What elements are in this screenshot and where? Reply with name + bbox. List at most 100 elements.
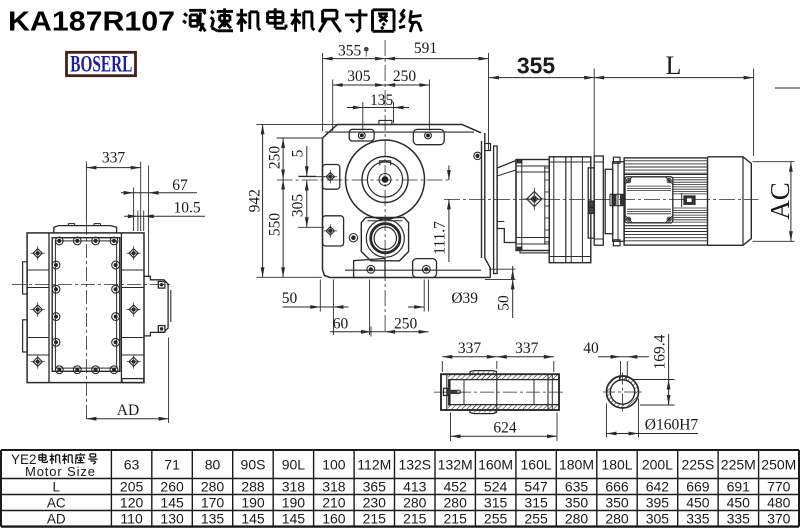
svg-text:288: 288 (241, 479, 265, 495)
svg-text:190: 190 (282, 495, 306, 511)
svg-text:318: 318 (322, 479, 346, 495)
svg-text:KA187R107: KA187R107 (8, 5, 175, 36)
svg-text:942: 942 (246, 189, 263, 212)
svg-text:255: 255 (524, 511, 548, 527)
svg-text:180M: 180M (559, 456, 594, 472)
svg-text:190: 190 (241, 495, 265, 511)
svg-text:135: 135 (370, 92, 394, 109)
svg-text:669: 669 (686, 479, 710, 495)
svg-text:547: 547 (524, 479, 548, 495)
svg-text:132S: 132S (398, 456, 431, 472)
svg-text:452: 452 (444, 479, 468, 495)
svg-text:480: 480 (767, 495, 791, 511)
svg-text:80: 80 (205, 456, 221, 472)
svg-text:305: 305 (290, 194, 307, 218)
svg-text:624: 624 (493, 419, 517, 436)
svg-text:370: 370 (767, 511, 791, 527)
svg-text:250: 250 (393, 68, 417, 85)
svg-text:450: 450 (686, 495, 710, 511)
svg-text:160: 160 (322, 511, 346, 527)
svg-text:318: 318 (282, 479, 306, 495)
svg-text:160M: 160M (478, 456, 513, 472)
svg-text:450: 450 (727, 495, 751, 511)
svg-text:280: 280 (605, 511, 629, 527)
svg-text:L: L (666, 51, 682, 80)
svg-text:5: 5 (290, 149, 307, 157)
svg-text:112M: 112M (357, 456, 391, 472)
svg-text:AD: AD (117, 402, 139, 419)
svg-text:145: 145 (241, 511, 265, 527)
svg-text:413: 413 (403, 479, 427, 495)
svg-text:Ø160H7: Ø160H7 (645, 417, 699, 434)
svg-text:250: 250 (394, 315, 418, 332)
svg-text:591: 591 (414, 40, 437, 57)
svg-text:200L: 200L (642, 456, 673, 472)
svg-text:60: 60 (333, 315, 349, 332)
svg-text:250: 250 (267, 146, 284, 170)
svg-text:90S: 90S (241, 456, 266, 472)
svg-text:280: 280 (444, 495, 468, 511)
svg-text:AD: AD (47, 512, 66, 527)
svg-text:170: 170 (201, 495, 225, 511)
svg-text:Motor Size: Motor Size (25, 464, 95, 479)
svg-text:355: 355 (517, 52, 556, 78)
svg-text:71: 71 (164, 456, 180, 472)
svg-text:337: 337 (515, 340, 539, 357)
svg-text:550: 550 (267, 213, 284, 237)
svg-text:305: 305 (347, 68, 371, 85)
svg-text:50: 50 (496, 295, 513, 311)
svg-text:315: 315 (524, 495, 548, 511)
svg-text:335: 335 (686, 511, 710, 527)
svg-text:666: 666 (605, 479, 629, 495)
svg-text:169.4: 169.4 (651, 334, 668, 369)
svg-text:350: 350 (565, 495, 589, 511)
svg-text:215: 215 (403, 511, 427, 527)
svg-text:145: 145 (160, 495, 184, 511)
svg-text:132M: 132M (438, 456, 473, 472)
svg-text:365: 365 (363, 479, 387, 495)
svg-text:642: 642 (646, 479, 670, 495)
svg-text:315: 315 (484, 495, 508, 511)
svg-text:395: 395 (646, 495, 670, 511)
svg-text:337: 337 (102, 149, 126, 166)
svg-text:63: 63 (124, 456, 140, 472)
svg-text:110: 110 (120, 511, 143, 527)
svg-text:635: 635 (565, 479, 589, 495)
svg-text:160L: 160L (521, 456, 552, 472)
svg-text:AC: AC (47, 496, 66, 511)
svg-text:AC: AC (765, 182, 795, 220)
svg-text:205: 205 (120, 479, 144, 495)
svg-text:50: 50 (282, 290, 298, 307)
svg-text:210: 210 (322, 495, 346, 511)
svg-text:100: 100 (322, 456, 346, 472)
svg-text:350: 350 (605, 495, 629, 511)
svg-text:770: 770 (767, 479, 791, 495)
svg-text:145: 145 (282, 511, 306, 527)
svg-text:255: 255 (484, 511, 508, 527)
svg-text:215: 215 (444, 511, 468, 527)
svg-text:524: 524 (484, 479, 508, 495)
svg-text:111.7: 111.7 (431, 221, 448, 255)
svg-text:280: 280 (201, 479, 225, 495)
svg-text:280: 280 (565, 511, 589, 527)
svg-text:Ø39: Ø39 (451, 290, 478, 307)
svg-text:691: 691 (727, 479, 751, 495)
svg-text:250M: 250M (761, 456, 796, 472)
svg-text:10.5: 10.5 (173, 199, 200, 216)
svg-text:225M: 225M (721, 456, 756, 472)
svg-text:180L: 180L (601, 456, 632, 472)
svg-text:355: 355 (338, 43, 362, 60)
svg-text:YE2: YE2 (11, 452, 37, 467)
svg-text:L: L (52, 480, 60, 495)
svg-text:335: 335 (727, 511, 751, 527)
svg-text:305: 305 (646, 511, 670, 527)
svg-text:67: 67 (172, 177, 188, 194)
svg-text:120: 120 (120, 495, 144, 511)
svg-text:230: 230 (363, 495, 387, 511)
svg-text:260: 260 (160, 479, 184, 495)
svg-text:135: 135 (201, 511, 225, 527)
svg-text:215: 215 (363, 511, 387, 527)
svg-text:225S: 225S (682, 456, 715, 472)
svg-text:280: 280 (403, 495, 427, 511)
svg-text:337: 337 (458, 340, 482, 357)
